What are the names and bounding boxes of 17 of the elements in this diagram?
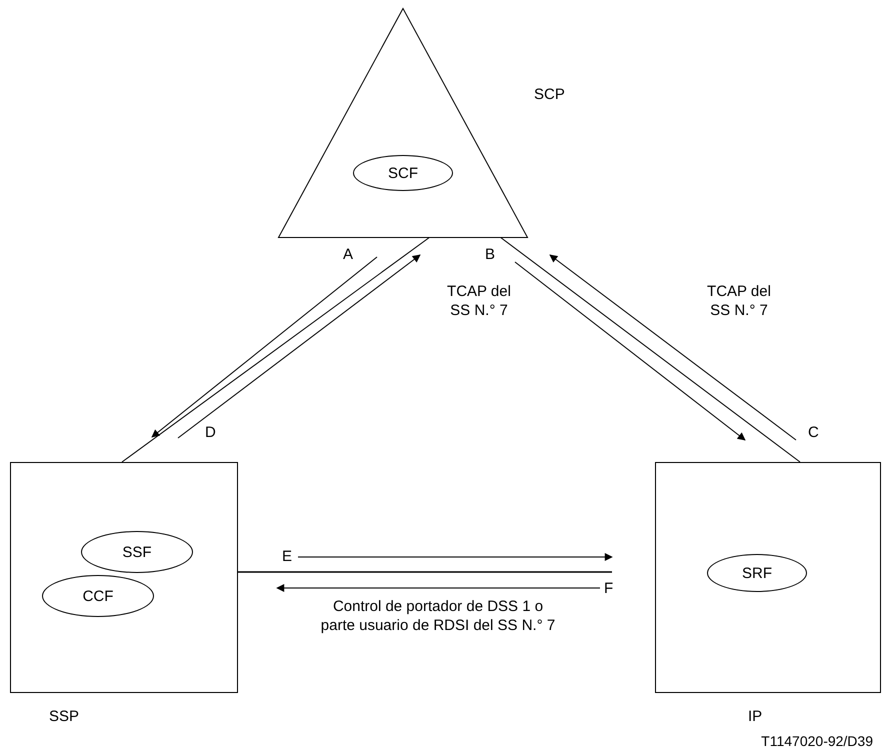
node-label: SRF	[742, 564, 772, 582]
connector-line	[238, 571, 612, 573]
interface-letter: F	[604, 580, 614, 597]
node-label: SCF	[388, 164, 418, 182]
interface-letter: B	[485, 246, 496, 263]
node-heading: SCP	[534, 86, 565, 103]
node-heading: IP	[748, 708, 762, 725]
node-label: CCF	[82, 588, 114, 604]
interface-letter: E	[282, 548, 292, 565]
node-label: SSF	[122, 544, 152, 560]
figure-code: T1147020-92/D39	[761, 733, 873, 749]
connector-line	[500, 236, 800, 462]
connector-line	[122, 236, 430, 462]
interface-letter: D	[205, 424, 216, 441]
interface-letter: C	[808, 424, 819, 441]
node-heading: SSP	[49, 708, 80, 725]
interface-letter: A	[343, 246, 354, 263]
